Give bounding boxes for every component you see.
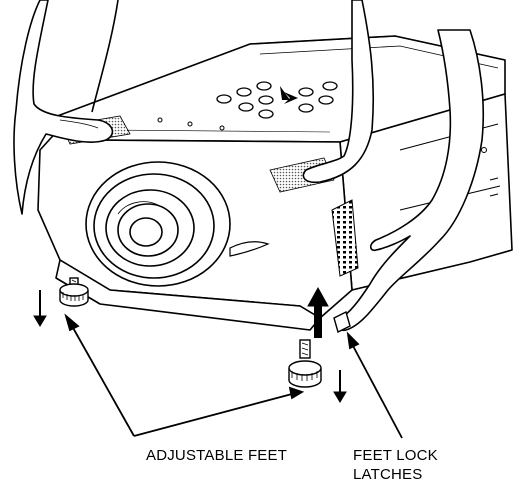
side-vent <box>331 199 359 277</box>
left-adjustable-foot <box>59 277 89 307</box>
right-foot-down-arrow <box>333 370 347 403</box>
right-hand <box>302 0 485 332</box>
left-foot-down-arrow <box>33 290 47 327</box>
adjustable-feet-label: ADJUSTABLE FEET <box>146 447 288 464</box>
front-logo <box>229 241 270 257</box>
control-buttons <box>216 81 338 119</box>
left-hand <box>13 0 114 215</box>
feet-lock-latches-label-line1: FEET LOCK <box>353 447 438 464</box>
lock-latch-up-arrow <box>307 286 329 338</box>
right-adjustable-foot <box>288 339 322 388</box>
feet-lock-latches-label-line2: LATCHES <box>353 466 423 483</box>
callout-leaders <box>64 313 403 439</box>
direction-pad <box>280 86 298 104</box>
feet-lock-latch <box>333 310 351 334</box>
lens <box>85 161 231 287</box>
